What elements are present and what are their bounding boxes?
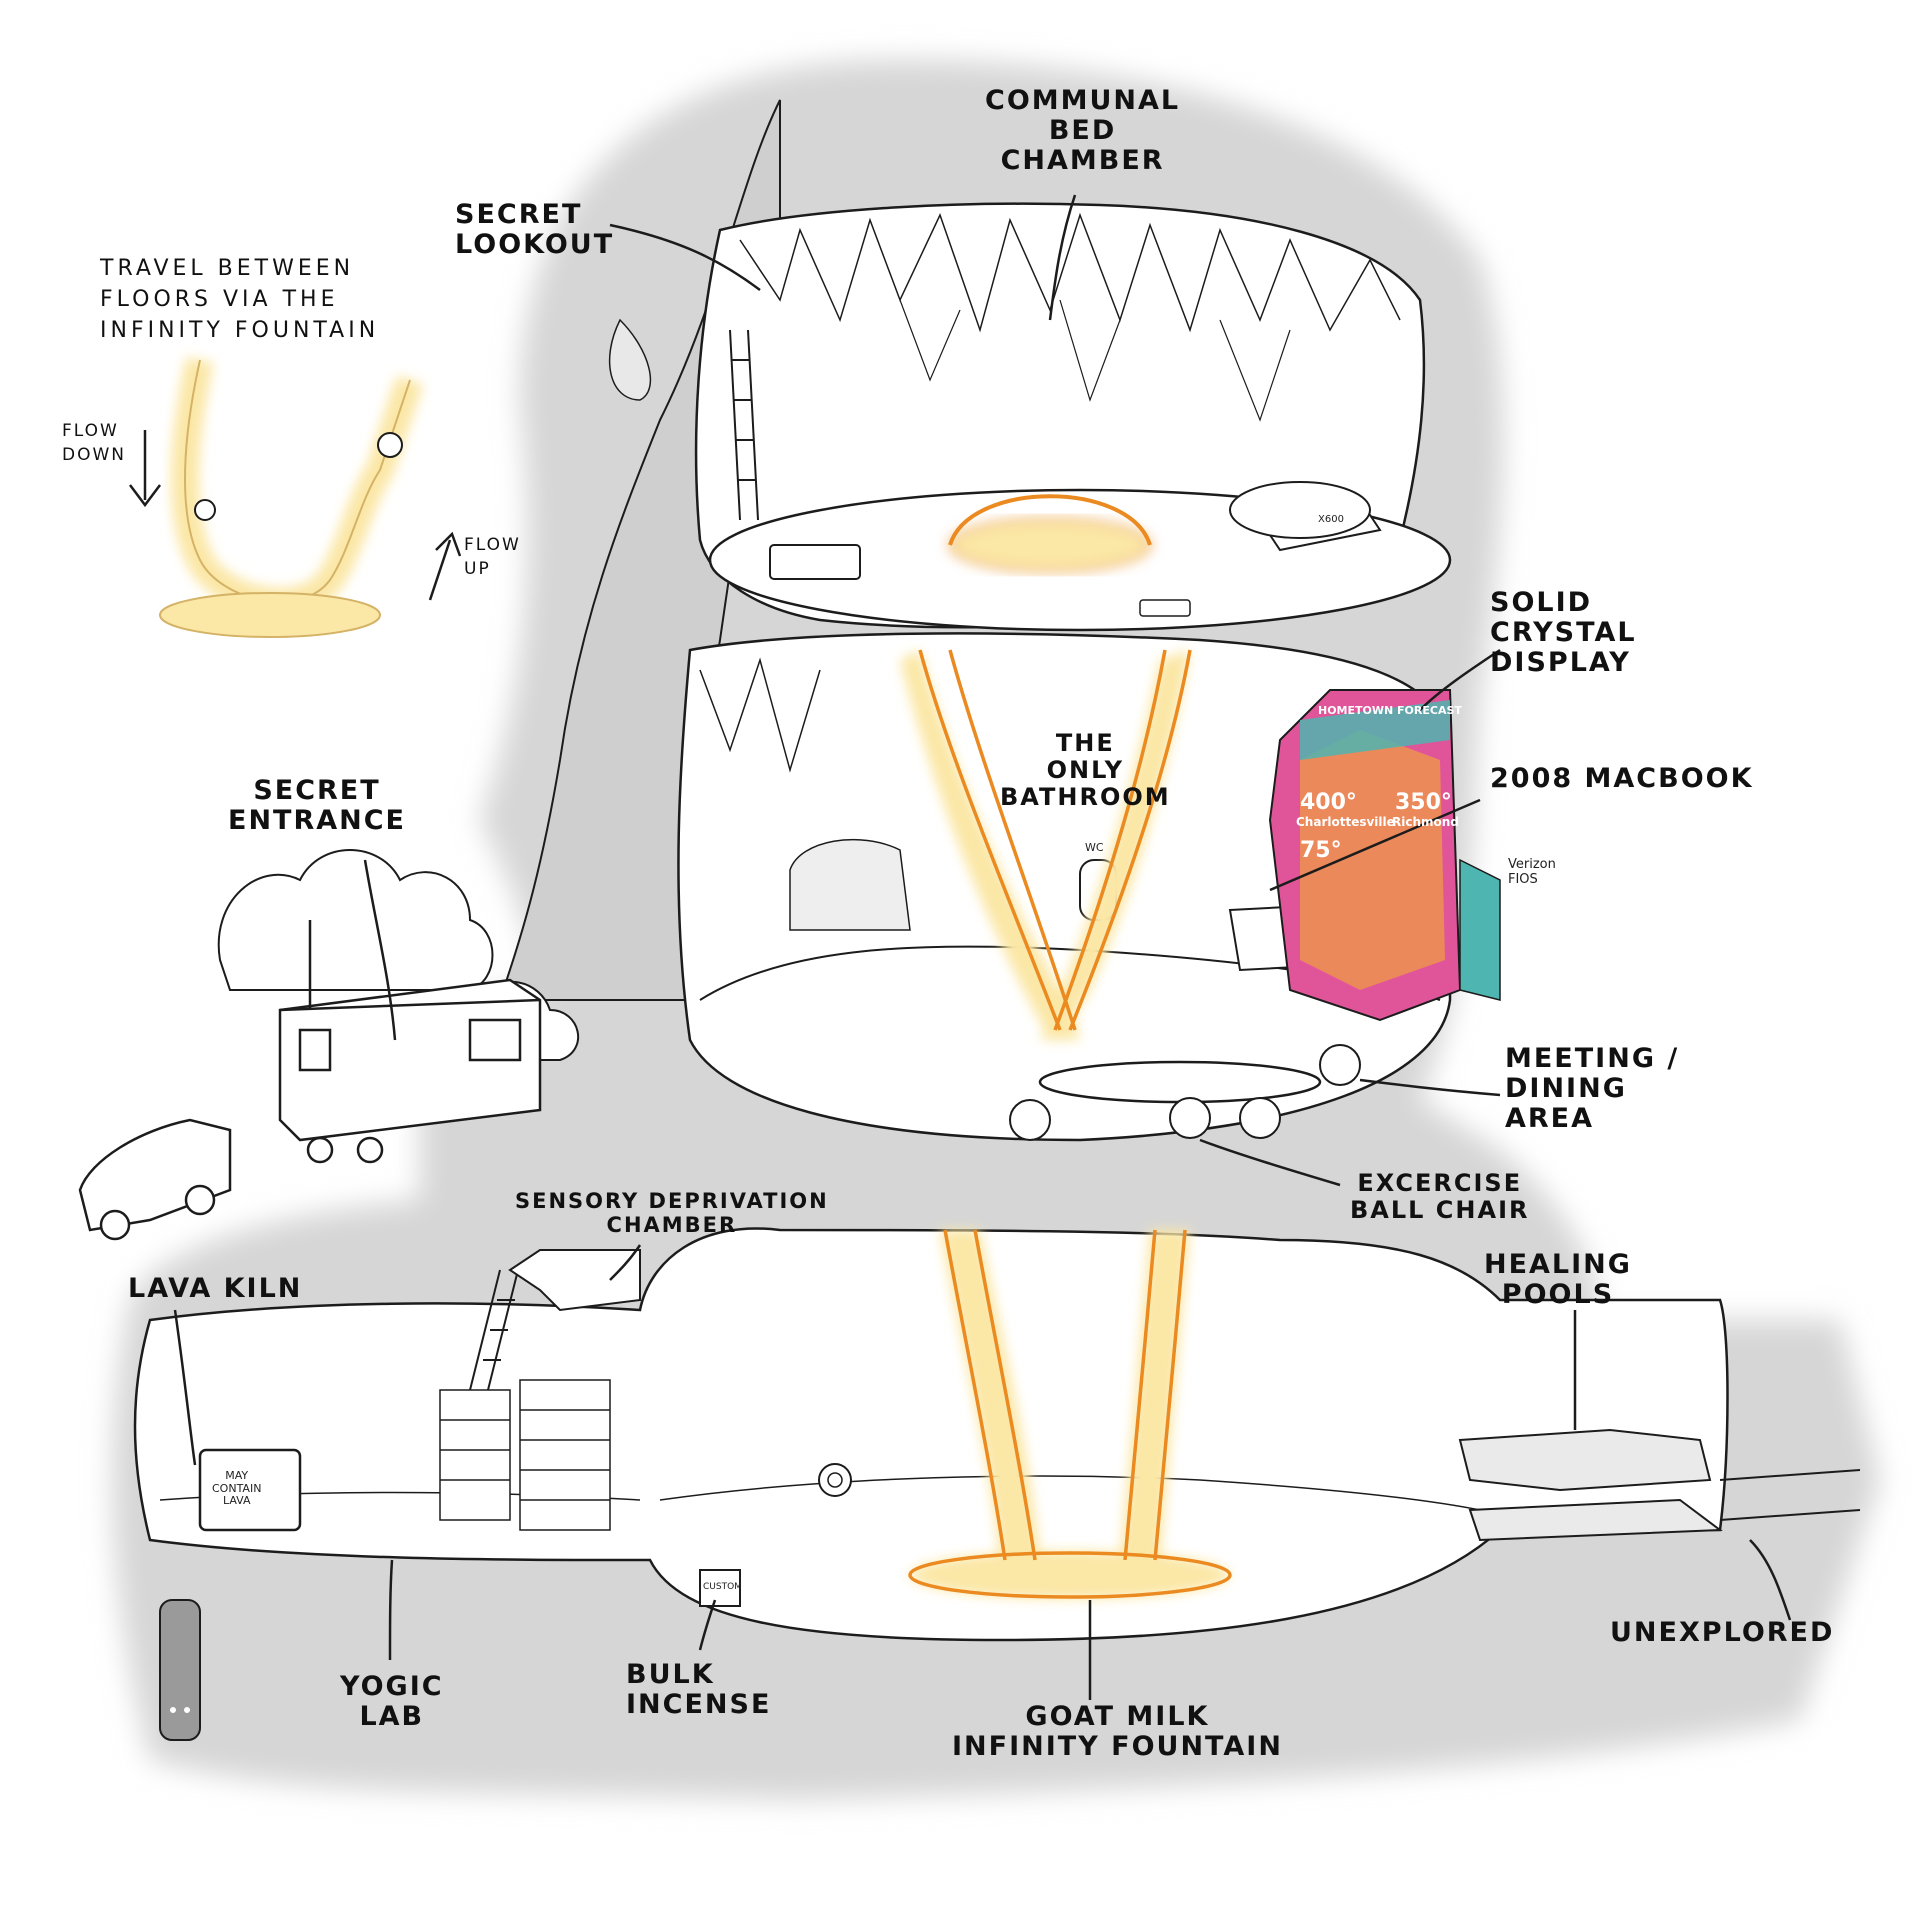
- van: [78, 1118, 232, 1241]
- inset-caption: TRAVEL BETWEEN FLOORS VIA THE INFINITY F…: [100, 256, 380, 343]
- ladder: [729, 329, 759, 521]
- screen-temp-2: 350°: [1395, 790, 1452, 815]
- label-meeting-dining-area: MEETING / DINING AREA: [1505, 1043, 1680, 1135]
- label-unexplored: UNEXPLORED: [1610, 1617, 1835, 1648]
- label-the-only-bathroom: THE ONLY BATHROOM: [1000, 729, 1171, 811]
- leader-lines: [173, 194, 1792, 1701]
- label-healing-pools: HEALING POOLS: [1484, 1249, 1632, 1311]
- crystal-display: [1268, 689, 1501, 1022]
- screen-temp-3: 75°: [1300, 838, 1342, 863]
- label-lava-kiln: LAVA KILN: [128, 1273, 303, 1304]
- drain-pipe: [159, 1599, 201, 1741]
- screen-city-2: Richmond: [1392, 815, 1459, 829]
- incense-box-label: CUSTOM: [703, 1582, 742, 1592]
- label-2008-macbook: 2008 MACBOOK: [1490, 763, 1754, 794]
- top-floor-chamber: [694, 202, 1452, 632]
- flow-inset: [129, 356, 462, 638]
- unexplored-passage: [1719, 1469, 1861, 1521]
- label-solid-crystal-display: SOLID CRYSTAL DISPLAY: [1490, 587, 1637, 679]
- label-exercise-ball-chair: EXCERCISE BALL CHAIR: [1350, 1169, 1530, 1224]
- inset-flow-down: FLOW DOWN: [62, 421, 126, 465]
- wc-sign: WC: [1085, 841, 1104, 854]
- screen-header: HOMETOWN FORECAST: [1318, 704, 1462, 717]
- label-bulk-incense: BULK INCENSE: [626, 1659, 772, 1721]
- label-sensory-deprivation-chamber: SENSORY DEPRIVATION CHAMBER: [515, 1189, 829, 1237]
- label-goat-milk-infinity-fountain: GOAT MILK INFINITY FOUNTAIN: [952, 1701, 1283, 1763]
- label-yogic-lab: YOGIC LAB: [340, 1671, 444, 1733]
- screen-city-1: Charlottesville: [1296, 815, 1395, 829]
- label-secret-entrance: SECRET ENTRANCE: [228, 775, 406, 837]
- infinity-fountain: [900, 649, 1232, 1599]
- label-communal-bed-chamber: COMMUNAL BED CHAMBER: [985, 85, 1181, 177]
- inset-flow-up: FLOW UP: [464, 535, 521, 579]
- label-secret-lookout: SECRET LOOKOUT: [455, 199, 615, 261]
- bottom-floor-chamber: [133, 1227, 1729, 1642]
- bed-brand: X600: [1318, 514, 1344, 525]
- verizon-fios-note: Verizon FIOS: [1508, 857, 1556, 887]
- screen-temp-1: 400°: [1300, 790, 1357, 815]
- trailer: [278, 920, 542, 1164]
- kiln-sign: MAY CONTAIN LAVA: [212, 1469, 262, 1508]
